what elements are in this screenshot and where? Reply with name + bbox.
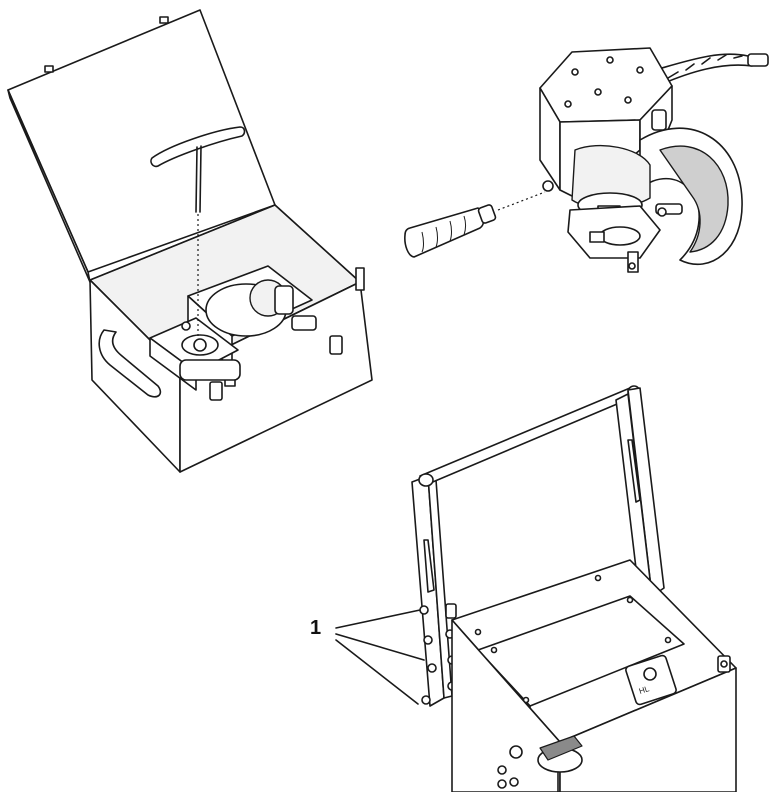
toolbox-icon: [7, 9, 373, 473]
pump-trolley-icon: HL: [411, 385, 737, 792]
callout-label: 1: [310, 617, 321, 639]
grip-handle-icon: [404, 204, 497, 258]
press-unit-in-box: [149, 265, 317, 391]
callout-1: 1: [310, 609, 425, 705]
t-handle-key-icon: [150, 126, 246, 340]
press-head-icon: [497, 47, 769, 273]
svg-text:HL: HL: [638, 684, 651, 696]
